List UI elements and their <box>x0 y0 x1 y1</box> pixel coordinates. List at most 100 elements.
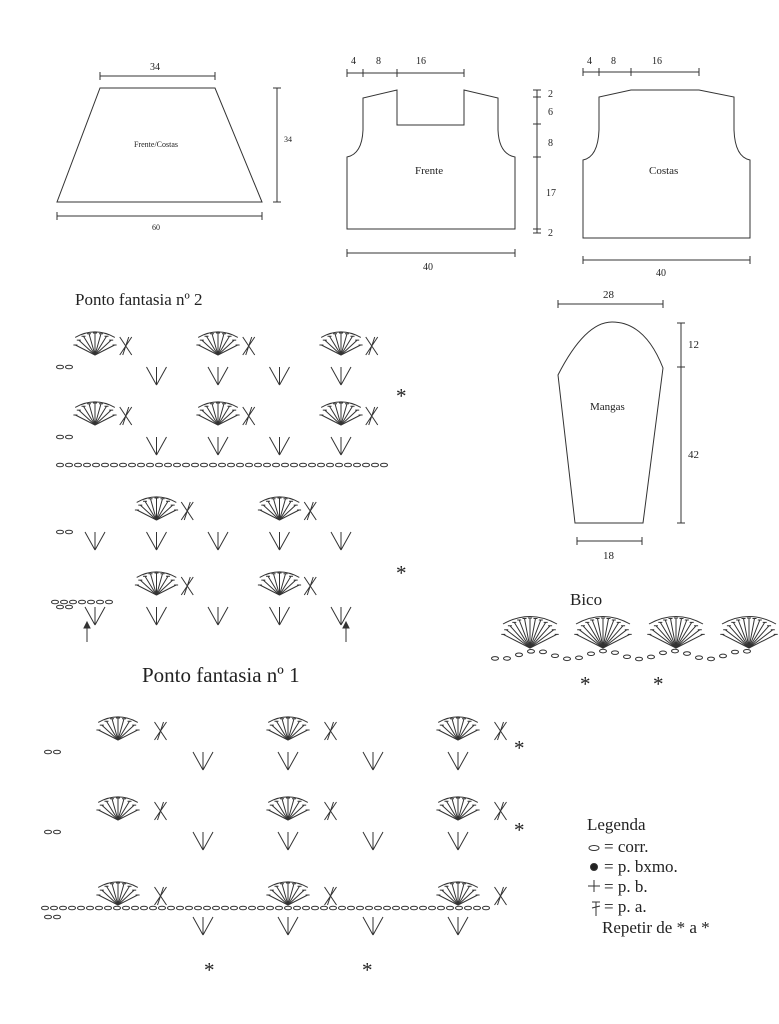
double-crochet-stitch <box>117 800 132 821</box>
v-stitches <box>207 531 229 551</box>
double-crochet-stitch <box>117 798 126 821</box>
double-crochet-stitch <box>512 621 531 649</box>
chain-stitch <box>167 905 175 911</box>
chain-stitch <box>338 905 346 911</box>
chain-stitch <box>182 462 190 468</box>
body-piece-schematic <box>56 72 281 220</box>
chain-stitch <box>44 914 52 920</box>
double-crochet-stitch <box>675 633 705 649</box>
chain-stitch <box>344 462 352 468</box>
chain-stitch <box>212 905 220 911</box>
double-crochet-stitch <box>154 497 159 520</box>
double-crochet-stitch <box>87 403 96 426</box>
double-crochet-stitch <box>279 573 288 596</box>
back-width: 40 <box>656 268 666 279</box>
chain-stitch <box>659 650 667 656</box>
double-crochet-stitch <box>217 414 240 426</box>
legend-item-single-crochet: = p. b. <box>604 877 648 896</box>
double-crochet-stitch <box>529 633 559 649</box>
front-side-dim: 6 <box>548 107 553 118</box>
shell-arc <box>267 796 309 803</box>
double-crochet-stitch <box>675 618 684 649</box>
shell-arc <box>575 616 631 625</box>
chain-stitch <box>293 905 301 911</box>
shell-arc <box>267 716 309 723</box>
double-crochet-stitch <box>436 894 459 906</box>
repeat-marker: * <box>396 561 407 585</box>
chain-stitch <box>176 905 184 911</box>
double-crochet-stitch <box>436 729 459 741</box>
double-crochet-stitch <box>279 575 293 596</box>
double-crochet-stitch <box>104 885 119 906</box>
double-crochet-stitch <box>287 720 302 741</box>
v-stitches <box>269 436 290 456</box>
back-label: Costas <box>649 165 679 177</box>
double-crochet-stitch <box>156 575 170 596</box>
chain-stitch <box>371 462 379 468</box>
double-crochet-stitch <box>217 409 237 426</box>
double-crochet-stitch <box>196 344 219 356</box>
double-crochet-stitch <box>138 504 157 521</box>
shell-arc <box>136 496 177 503</box>
double-crochet-stitch <box>585 621 604 649</box>
double-crochet-stitch <box>327 335 342 356</box>
double-crochet-stitch <box>457 894 480 906</box>
double-crochet-stitch <box>204 335 219 356</box>
double-crochet-stitch <box>217 403 226 426</box>
chain-stitch <box>53 749 61 755</box>
double-crochet-stitch <box>94 335 109 356</box>
repeat-marker: * <box>653 672 664 696</box>
double-crochet-stitch <box>602 621 621 649</box>
double-crochet-stitch <box>279 509 302 521</box>
double-crochet-stitch <box>279 500 293 521</box>
shell-arc <box>97 716 139 723</box>
chain-stitch <box>122 905 130 911</box>
repeat-marker: * <box>514 818 525 842</box>
chain-stitch <box>86 905 94 911</box>
chain-stitch <box>191 462 199 468</box>
double-crochet-stitch <box>216 402 220 425</box>
shell-arc <box>197 401 239 408</box>
v-stitches <box>330 531 352 551</box>
pattern-2-title: Ponto fantasia nº 2 <box>75 290 203 309</box>
double-crochet-stitch <box>76 409 96 426</box>
chain-stitch <box>374 905 382 911</box>
double-crochet-stitch <box>287 800 302 821</box>
chain-stitch <box>671 648 679 654</box>
double-crochet-stitch <box>216 332 220 355</box>
double-crochet-stitch <box>269 889 289 906</box>
double-crochet-stitch <box>94 403 103 426</box>
sleeve-schematic <box>557 300 685 545</box>
chain-stitch <box>69 599 77 605</box>
pattern-1-stitch-chart <box>41 716 507 936</box>
double-crochet-stitch <box>286 882 290 905</box>
double-crochet-stitch <box>96 729 119 741</box>
chain-stitch <box>95 905 103 911</box>
chain-stitch <box>329 905 337 911</box>
chain-stitch <box>245 462 253 468</box>
double-crochet-stitch <box>110 798 119 821</box>
double-crochet-stitch <box>529 629 556 649</box>
double-crochet-stitch <box>156 504 175 521</box>
double-crochet-stitch <box>340 339 360 356</box>
chain-stitch <box>695 655 703 660</box>
double-crochet-stitch <box>580 625 604 649</box>
double-crochet-stitch <box>602 618 611 649</box>
double-crochet-stitch <box>277 497 282 520</box>
chain-stitch <box>587 651 595 657</box>
chain-stitch <box>56 604 64 610</box>
double-crochet-stitch <box>286 797 290 820</box>
chain-stitch <box>503 656 511 661</box>
chain-stitch <box>719 653 727 659</box>
chain-stitch <box>44 829 52 835</box>
front-side-dim: 17 <box>546 188 556 199</box>
v-stitches <box>277 916 299 936</box>
double-crochet-stitch <box>279 579 298 596</box>
back-dim: 4 <box>587 56 592 67</box>
double-crochet-stitch <box>450 718 459 741</box>
crossed-stitches <box>494 721 507 741</box>
arrow-up-icon <box>342 620 350 642</box>
chain-stitch <box>284 905 292 911</box>
double-crochet-stitch <box>274 885 289 906</box>
double-crochet-stitch <box>340 414 363 426</box>
